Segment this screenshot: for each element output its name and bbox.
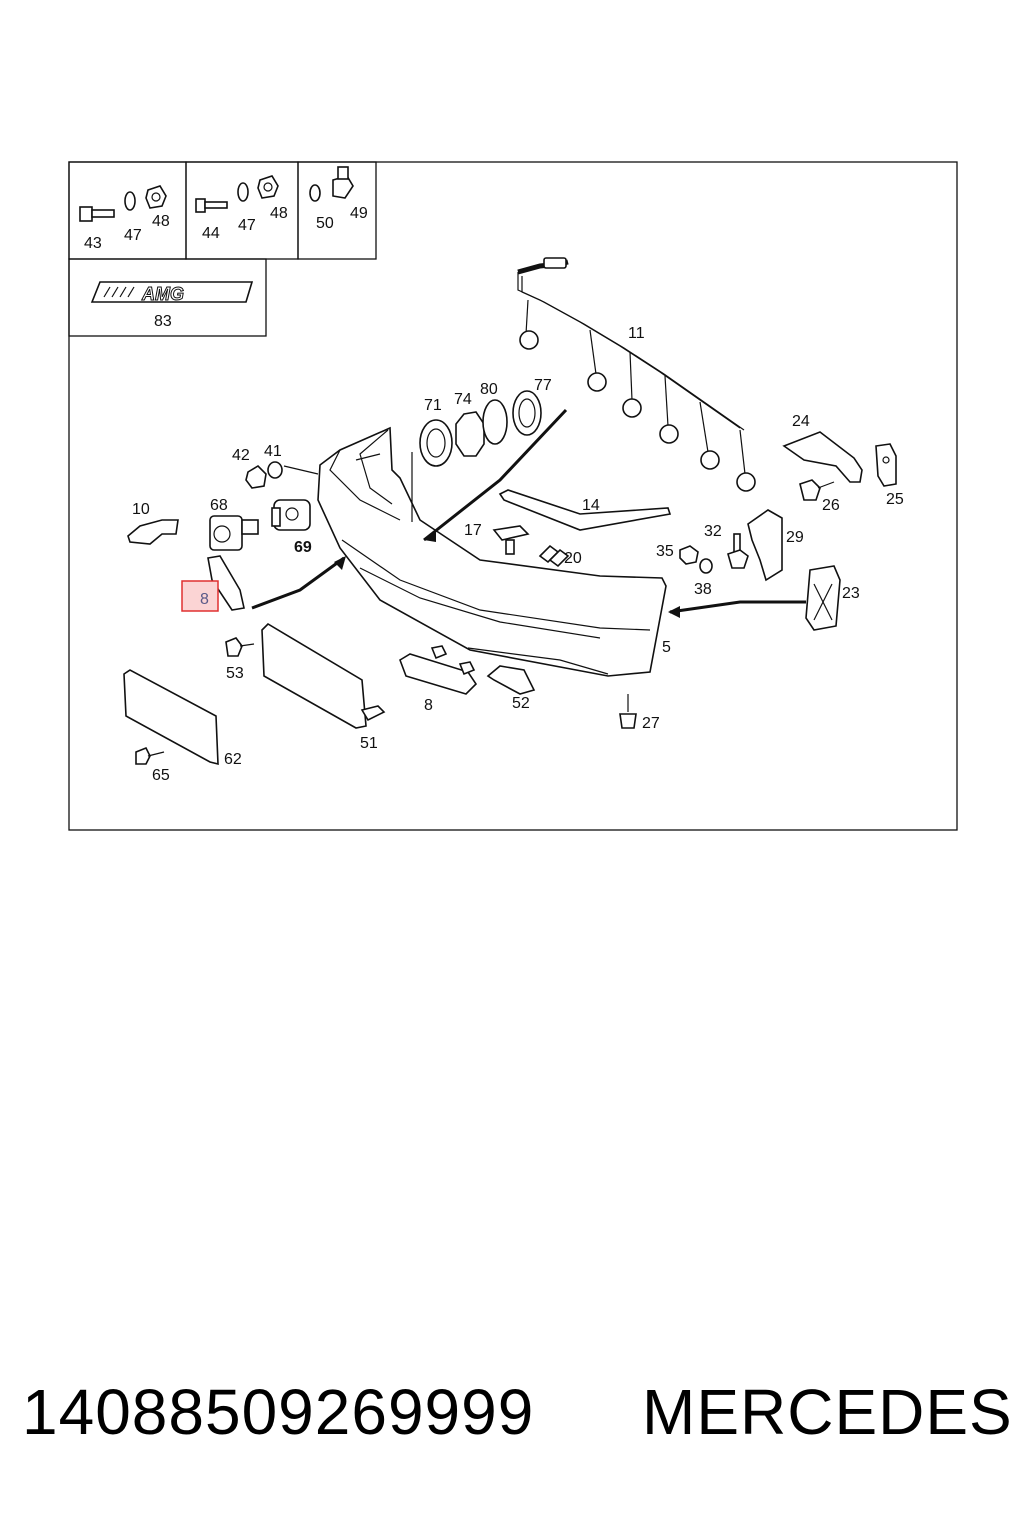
washer-38-icon xyxy=(699,558,713,574)
label-10: 10 xyxy=(132,501,150,518)
label-35: 35 xyxy=(656,543,674,560)
brand-name: MERCEDES xyxy=(642,1376,1013,1448)
label-50: 50 xyxy=(316,215,334,232)
hardware-boxes xyxy=(68,161,377,337)
sensor-seal-74 xyxy=(455,411,485,457)
diagram-frame xyxy=(68,161,958,831)
footer: 14088509269999 MERCEDES xyxy=(0,1375,1024,1475)
label-69: 69 xyxy=(294,539,312,556)
label-14: 14 xyxy=(582,497,600,514)
label-41: 41 xyxy=(264,443,282,460)
bolt-32-icon xyxy=(727,533,749,569)
label-47a: 47 xyxy=(124,227,142,244)
label-29: 29 xyxy=(786,529,804,546)
label-27: 27 xyxy=(642,715,660,732)
assembly-arrows xyxy=(251,408,806,618)
sensor-69 xyxy=(271,499,311,531)
label-77: 77 xyxy=(534,377,552,394)
washer-47b-icon xyxy=(237,182,249,202)
washer-41-icon xyxy=(267,461,283,479)
nut-48-icon xyxy=(145,185,167,209)
label-20: 20 xyxy=(564,550,582,567)
clip-17 xyxy=(492,525,530,555)
parts-diagram: AMG xyxy=(68,161,958,831)
label-11: 11 xyxy=(628,325,645,342)
label-43: 43 xyxy=(84,235,102,252)
bracket-29 xyxy=(747,509,783,582)
nut-49-icon xyxy=(332,166,354,199)
bracket-8-left xyxy=(207,555,245,611)
label-32: 32 xyxy=(704,523,722,540)
label-51: 51 xyxy=(360,735,378,752)
label-48b: 48 xyxy=(270,205,288,222)
label-48a: 48 xyxy=(152,213,170,230)
sensor-68 xyxy=(209,515,259,551)
label-53: 53 xyxy=(226,665,244,682)
label-17: 17 xyxy=(464,522,482,539)
wiring-harness-11 xyxy=(517,257,756,492)
washer-47-icon xyxy=(124,191,136,211)
label-23: 23 xyxy=(842,585,860,602)
clip-25-icon xyxy=(875,443,897,487)
sensor-holder-71 xyxy=(419,419,453,467)
amg-emblem-83: AMG xyxy=(90,281,254,305)
bolt-53-icon xyxy=(225,637,255,657)
part-number: 14088509269999 xyxy=(22,1376,535,1448)
nut-42-icon xyxy=(245,464,267,489)
license-bracket-51 xyxy=(261,622,386,729)
label-38: 38 xyxy=(694,581,712,598)
label-47b: 47 xyxy=(238,217,256,234)
screw-27-icon xyxy=(619,694,637,729)
label-65: 65 xyxy=(152,767,170,784)
label-44: 44 xyxy=(202,225,220,242)
part-labels: 43 47 48 44 47 48 50 49 83 11 71 74 80 7… xyxy=(84,205,904,784)
nut-48b-icon xyxy=(257,175,279,199)
label-52: 52 xyxy=(512,695,530,712)
amg-emblem-text: AMG xyxy=(141,284,184,304)
label-26: 26 xyxy=(822,497,840,514)
label-42: 42 xyxy=(232,447,250,464)
nut-35-icon xyxy=(679,545,699,565)
label-8: 8 xyxy=(424,697,433,714)
clip-20 xyxy=(538,544,570,568)
label-83: 83 xyxy=(154,313,172,330)
bolt-26-icon xyxy=(799,479,835,501)
label-74: 74 xyxy=(454,391,472,408)
label-49: 49 xyxy=(350,205,368,222)
sensor-ring-77 xyxy=(512,390,542,436)
label-5: 5 xyxy=(662,639,671,656)
label-71: 71 xyxy=(424,397,442,414)
washer-50-icon xyxy=(309,184,321,202)
bolt-44-icon xyxy=(195,198,228,213)
bracket-24 xyxy=(782,431,863,483)
label-8-highlight: 8 xyxy=(200,591,209,608)
label-62: 62 xyxy=(224,751,242,768)
label-80: 80 xyxy=(480,381,498,398)
label-68: 68 xyxy=(210,497,228,514)
guide-23 xyxy=(805,565,841,631)
bracket-10 xyxy=(127,519,179,545)
cover-52 xyxy=(486,665,536,695)
label-24: 24 xyxy=(792,413,810,430)
bracket-8-center xyxy=(399,645,478,695)
plate-62 xyxy=(123,669,219,766)
highlight-box-8 xyxy=(181,580,219,612)
bolt-43-icon xyxy=(79,206,115,222)
bolt-65-icon xyxy=(135,746,165,765)
bumper-cover-5 xyxy=(317,426,667,677)
sensor-ring-80 xyxy=(482,399,508,445)
trim-strip-14 xyxy=(498,489,672,531)
label-25: 25 xyxy=(886,491,904,508)
